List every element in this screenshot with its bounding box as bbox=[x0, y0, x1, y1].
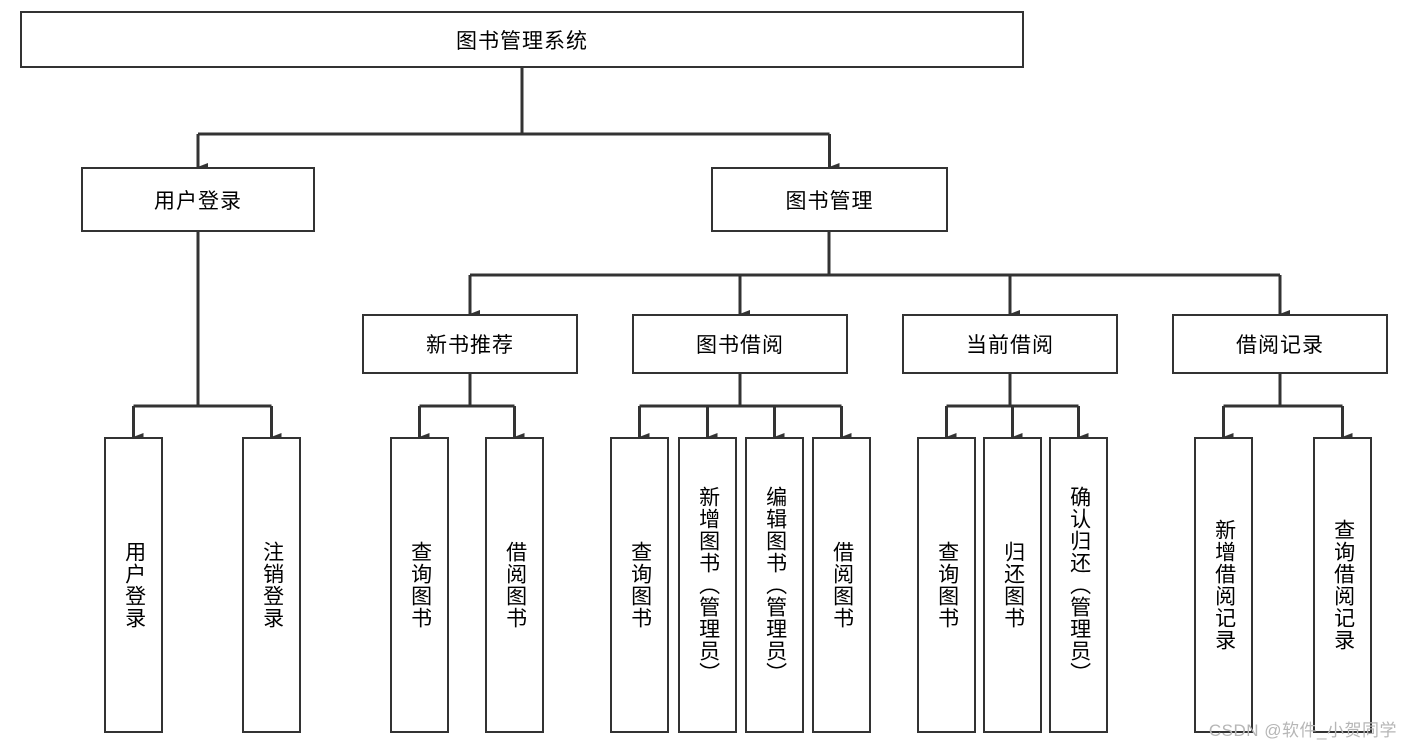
node-current-borrow[interactable]: 当前借阅 bbox=[902, 314, 1118, 374]
leaf-current-confirm-return-admin[interactable]: 确认归还（管理员） bbox=[1049, 437, 1108, 733]
node-book-manage[interactable]: 图书管理 bbox=[711, 167, 948, 232]
leaf-borrow-query-book[interactable]: 查询图书 bbox=[610, 437, 669, 733]
leaf-current-return-book[interactable]: 归还图书 bbox=[983, 437, 1042, 733]
leaf-user-login[interactable]: 用户登录 bbox=[104, 437, 163, 733]
leaf-user-logout[interactable]: 注销登录 bbox=[242, 437, 301, 733]
leaf-borrow-edit-book-admin[interactable]: 编辑图书（管理员） bbox=[745, 437, 804, 733]
leaf-recommend-query-book[interactable]: 查询图书 bbox=[390, 437, 449, 733]
leaf-record-add[interactable]: 新增借阅记录 bbox=[1194, 437, 1253, 733]
leaf-current-query-book[interactable]: 查询图书 bbox=[917, 437, 976, 733]
leaf-borrow-borrow-book[interactable]: 借阅图书 bbox=[812, 437, 871, 733]
leaf-record-query[interactable]: 查询借阅记录 bbox=[1313, 437, 1372, 733]
node-book-borrow[interactable]: 图书借阅 bbox=[632, 314, 848, 374]
node-root[interactable]: 图书管理系统 bbox=[20, 11, 1024, 68]
node-borrow-record[interactable]: 借阅记录 bbox=[1172, 314, 1388, 374]
node-new-book-recommend[interactable]: 新书推荐 bbox=[362, 314, 578, 374]
watermark: CSDN @软件_小贺同学 bbox=[1208, 721, 1397, 740]
leaf-borrow-add-book-admin[interactable]: 新增图书（管理员） bbox=[678, 437, 737, 733]
node-user-login[interactable]: 用户登录 bbox=[81, 167, 315, 232]
leaf-recommend-borrow-book[interactable]: 借阅图书 bbox=[485, 437, 544, 733]
